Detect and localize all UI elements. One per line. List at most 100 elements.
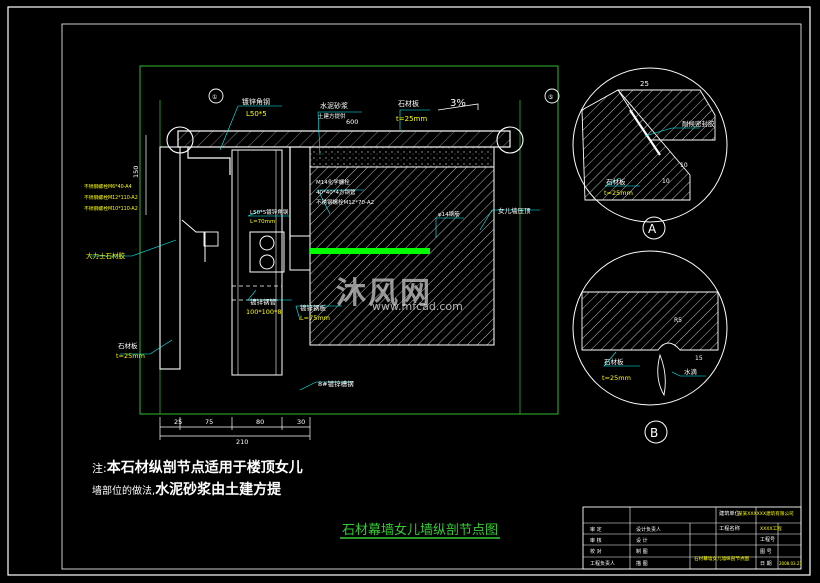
grid-marker-left: [208, 88, 224, 104]
detail-a-dim-25: 25: [640, 80, 649, 88]
detail-b-circle: [572, 250, 728, 406]
detail-a-stone: [581, 89, 691, 201]
title-block: [582, 506, 802, 570]
tb-row2-4: 描 图: [636, 560, 648, 567]
tb-row-4: 工程负责人: [590, 560, 615, 567]
dim-80: 80: [256, 418, 264, 426]
label-angle-small-l: L=70mm: [250, 219, 275, 225]
section-boundary: [139, 65, 559, 415]
detail-b-drip-leader: [671, 371, 706, 377]
stone-clip: [181, 219, 206, 262]
detail-b-stone-leader: [603, 351, 640, 367]
tb-row-3: 校 对: [590, 548, 602, 555]
tb-project-label: 工程名称: [719, 524, 740, 532]
label-tube-spec: 100*100*8: [246, 308, 281, 316]
grid-marker-right: [544, 88, 560, 104]
label-rebar: φ14钢筋: [438, 210, 460, 218]
label-m2: 40*40*4方钢管: [316, 188, 356, 196]
detail-b-letter: B: [650, 426, 658, 440]
detail-a-stone-t: t=25mm: [604, 189, 633, 197]
cap-stone: [177, 130, 511, 148]
embed-plate: [289, 235, 311, 271]
label-bolt-3: 不锈钢螺栓M10*110-A2: [84, 205, 138, 212]
detail-a-sealant: 耐候密封胶: [682, 119, 715, 128]
label-bolt-1: 不锈钢螺栓M6*40-A4: [84, 183, 132, 190]
dim-30: 30: [297, 418, 305, 426]
bolt-circle-2: [259, 254, 275, 270]
note-line-2-small: 墙部位的做法,: [92, 486, 156, 497]
detail-b-stone: [581, 291, 719, 351]
dim-75: 75: [205, 418, 213, 426]
dim-25: 25: [174, 418, 182, 426]
dim-210: 210: [236, 438, 248, 446]
detail-b-stone-t: t=25mm: [602, 374, 631, 382]
watermark-url: www.mfcad.com: [372, 300, 463, 313]
drawing-title: 石材幕墙女儿墙纵剖节点图: [342, 522, 498, 538]
note-line-2: 墙部位的做法,水泥砂浆由土建方提: [92, 479, 281, 499]
watermark-brand: 沐风网: [336, 276, 432, 311]
grid-marker-left-label: ①: [212, 94, 217, 101]
detail-b-drip: 水滴: [684, 367, 698, 376]
tb-r3-value: 2008.03.21: [779, 561, 802, 566]
detail-a-circle: [572, 67, 728, 223]
galv-angle-top: [187, 147, 231, 175]
concrete-parapet: [309, 166, 495, 346]
label-dali-glue: 大力士石材胶: [86, 251, 126, 260]
label-post: 8#镀锌槽钢: [318, 379, 354, 388]
label-parapet: 女儿墙压顶: [498, 206, 531, 215]
stone-panel-left: [159, 146, 181, 370]
inner-frame: [61, 23, 802, 570]
tb-row-1: 审 定: [590, 526, 602, 533]
detail-a-dim-10: 10: [680, 162, 688, 169]
detail-a-dim-10b: 10: [662, 178, 670, 185]
label-bolt-2: 不锈钢螺栓M12*110-A2: [84, 194, 138, 201]
detail-a-marker-circle: [642, 216, 666, 240]
label-plate-l: L=75mm: [300, 314, 330, 322]
tb-r2: 图 号: [760, 549, 772, 555]
rebar-bar: [310, 248, 430, 254]
label-galv-angle: 镀锌角钢: [242, 97, 270, 106]
label-m1: M14化学螺栓: [316, 178, 350, 186]
clip-bolt: [203, 231, 219, 247]
tb-r3: 日 期: [760, 561, 772, 567]
cement-mortar-layer: [309, 146, 495, 168]
note-line-1: 注:本石材纵剖节点适用于楼顶女儿: [92, 457, 303, 477]
detail-a-stone: 石材板: [606, 177, 626, 186]
detail-b-dim-r: R5: [674, 317, 682, 324]
tb-project: XXXX工程: [760, 525, 782, 532]
grid-marker-right-label: ⑤: [548, 94, 553, 101]
slope-arrow: [437, 103, 479, 111]
detail-b-drip: [657, 353, 666, 397]
label-stone-left-t: t=25mm: [116, 352, 145, 360]
label-stone: 石材板: [398, 99, 419, 108]
bolt-circle-1: [259, 235, 275, 251]
label-m3: 不锈钢螺栓M12*70-A2: [316, 198, 374, 206]
tb-row2-2: 设 计: [636, 537, 648, 544]
bracket-plate: [249, 231, 285, 273]
tb-row-2: 审 核: [590, 537, 602, 544]
detail-b-callout-circle: [496, 126, 524, 154]
tb-company: 某某XXXXXX建筑有限公司: [738, 510, 794, 517]
detail-b-stone: 石材板: [604, 357, 624, 366]
label-cement-mortar-sub: 土建方提供: [318, 112, 346, 120]
label-slope: 3%: [450, 98, 466, 109]
detail-a-stone-leader: [604, 177, 640, 187]
outer-frame: [7, 6, 811, 576]
dim-150: 150: [132, 166, 140, 178]
detail-a-sealant-leader: [644, 127, 700, 137]
tb-drawing-name: 石材幕墙女儿墙纵剖节点图: [694, 555, 750, 562]
tb-company-label: 建筑单位: [719, 509, 740, 517]
detail-a-letter: A: [648, 222, 657, 236]
note-prefix: 注:: [92, 462, 107, 475]
label-width-600: 600: [346, 118, 358, 126]
tb-row2-3: 制 图: [636, 548, 648, 555]
label-tube: 镀锌钢管: [250, 297, 277, 306]
tb-row2-1: 设计负责人: [636, 526, 661, 533]
note-line-1-big: 本石材纵剖节点适用于楼顶女儿: [106, 460, 303, 476]
label-angle-small: L50*5镀锌角钢: [250, 208, 289, 216]
detail-a-joint: [629, 109, 661, 156]
label-cement-mortar: 水泥砂浆: [320, 101, 348, 110]
label-plate: 镀锌钢板: [300, 303, 327, 312]
tb-r1: 工程号: [760, 536, 775, 543]
